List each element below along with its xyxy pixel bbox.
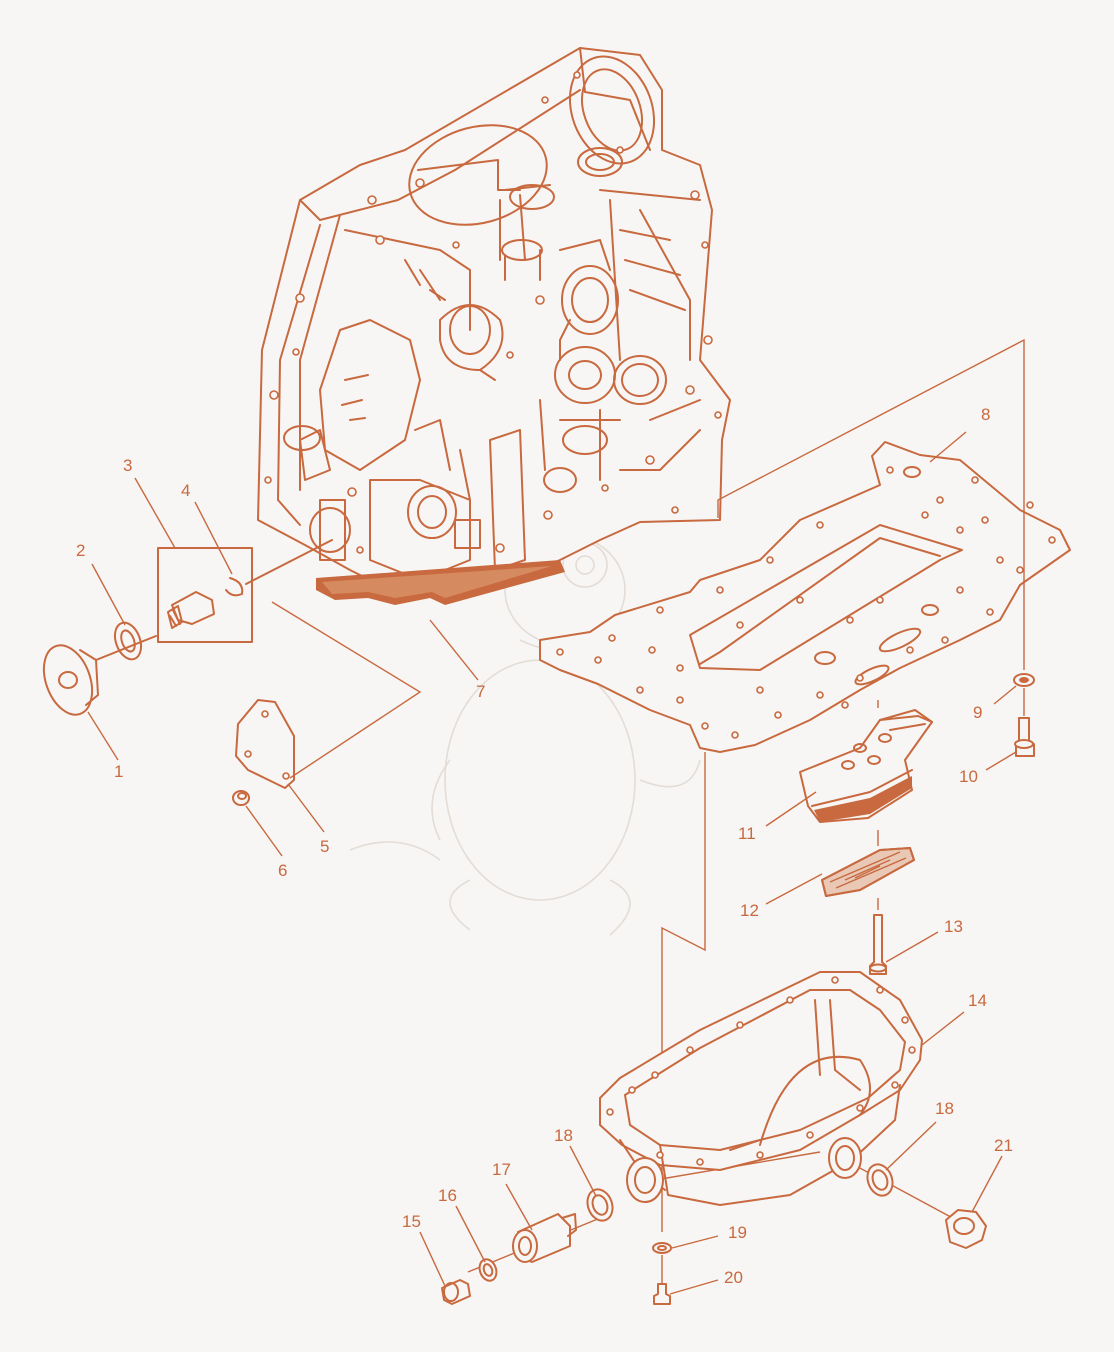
sensor-part-3	[167, 591, 215, 629]
plug-part-1	[42, 644, 99, 716]
label-part-18a: 18	[554, 1126, 573, 1145]
detail-box-part-3	[157, 547, 253, 643]
label-part-6: 6	[278, 861, 287, 880]
oil-plate-part-8	[539, 441, 1071, 753]
oil-pump-part-11	[799, 709, 933, 823]
label-part-9: 9	[973, 703, 982, 722]
plug-part-15	[441, 1279, 471, 1305]
bushing-part-17	[512, 1213, 577, 1263]
bolt-part-20	[653, 1283, 671, 1305]
label-part-19: 19	[728, 1223, 747, 1242]
clip-part-4	[225, 577, 244, 597]
o-ring-part-18a	[586, 1188, 614, 1222]
bolt-part-10	[1014, 717, 1035, 757]
label-part-5: 5	[320, 837, 329, 856]
washer-part-9	[1013, 673, 1035, 687]
oil-pan-part-14	[599, 971, 923, 1206]
bolt-part-13	[869, 914, 887, 975]
label-part-18b: 18	[935, 1099, 954, 1118]
transmission-housing	[257, 47, 731, 596]
label-part-2: 2	[76, 541, 85, 560]
washer-part-19	[652, 1242, 672, 1254]
strainer-part-12	[821, 847, 915, 897]
label-part-4: 4	[181, 481, 190, 500]
label-part-20: 20	[724, 1268, 743, 1287]
label-part-1: 1	[114, 762, 123, 781]
plug-part-21	[945, 1209, 987, 1249]
nut-part-6	[232, 790, 250, 806]
label-part-3: 3	[123, 456, 132, 475]
label-part-7: 7	[476, 682, 485, 701]
label-part-17: 17	[492, 1160, 511, 1179]
label-part-12: 12	[740, 901, 759, 920]
label-part-21: 21	[994, 1136, 1013, 1155]
label-part-8: 8	[981, 405, 990, 424]
label-part-11: 11	[738, 824, 756, 843]
o-ring-part-18b	[866, 1163, 894, 1197]
cover-plate-part-5	[235, 699, 295, 789]
part-labels: 1 2 3 4 5 6 7 8 9 10 11 12 13 14 15 16 1…	[76, 405, 1013, 1287]
label-part-13: 13	[944, 917, 963, 936]
label-part-16: 16	[438, 1186, 457, 1205]
leader-lines	[87, 431, 1017, 1295]
label-part-10: 10	[959, 767, 978, 786]
label-part-15: 15	[402, 1212, 421, 1231]
label-part-14: 14	[968, 991, 987, 1010]
